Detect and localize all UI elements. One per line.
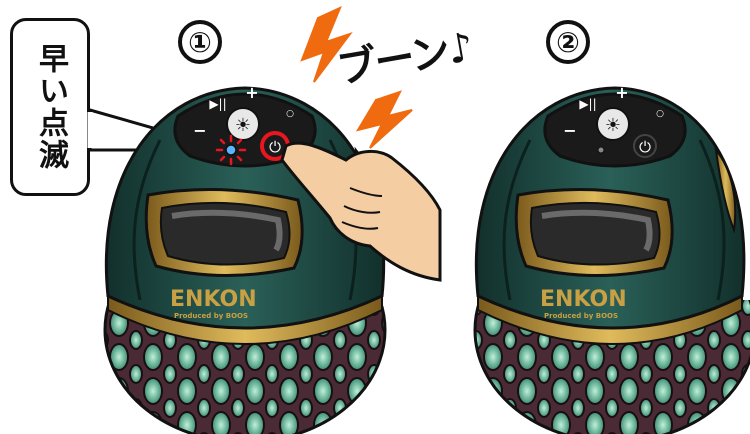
- blinking-led: [217, 136, 245, 164]
- bluetooth-indicator-icon: ○: [656, 109, 664, 119]
- light-icon: ☀: [605, 115, 621, 136]
- brand-subtext: Produced by BOOS: [174, 312, 248, 320]
- brand-logo: ENKON: [540, 287, 627, 312]
- speaker-1: ☀ + ▶|| − ○ ⏻: [105, 83, 385, 434]
- play-pause-icon: ▶||: [209, 97, 226, 111]
- bluetooth-indicator-icon: ○: [286, 109, 294, 119]
- led-off: [598, 147, 604, 153]
- brand-subtext: Produced by BOOS: [544, 312, 618, 320]
- light-icon: ☀: [235, 115, 251, 136]
- speaker-2: ☀ + ▶|| − ○ ⏻ ENKON Produced by BOOS: [475, 83, 750, 434]
- plus-icon: +: [245, 83, 258, 102]
- minus-icon: −: [193, 121, 206, 140]
- minus-icon: −: [563, 121, 576, 140]
- power-icon: ⏻: [639, 138, 651, 156]
- power-icon: ⏻: [269, 138, 281, 156]
- lightning-bolt-icon: [358, 92, 412, 148]
- play-pause-icon: ▶||: [579, 97, 596, 111]
- plus-icon: +: [615, 83, 628, 102]
- brand-logo: ENKON: [170, 287, 257, 312]
